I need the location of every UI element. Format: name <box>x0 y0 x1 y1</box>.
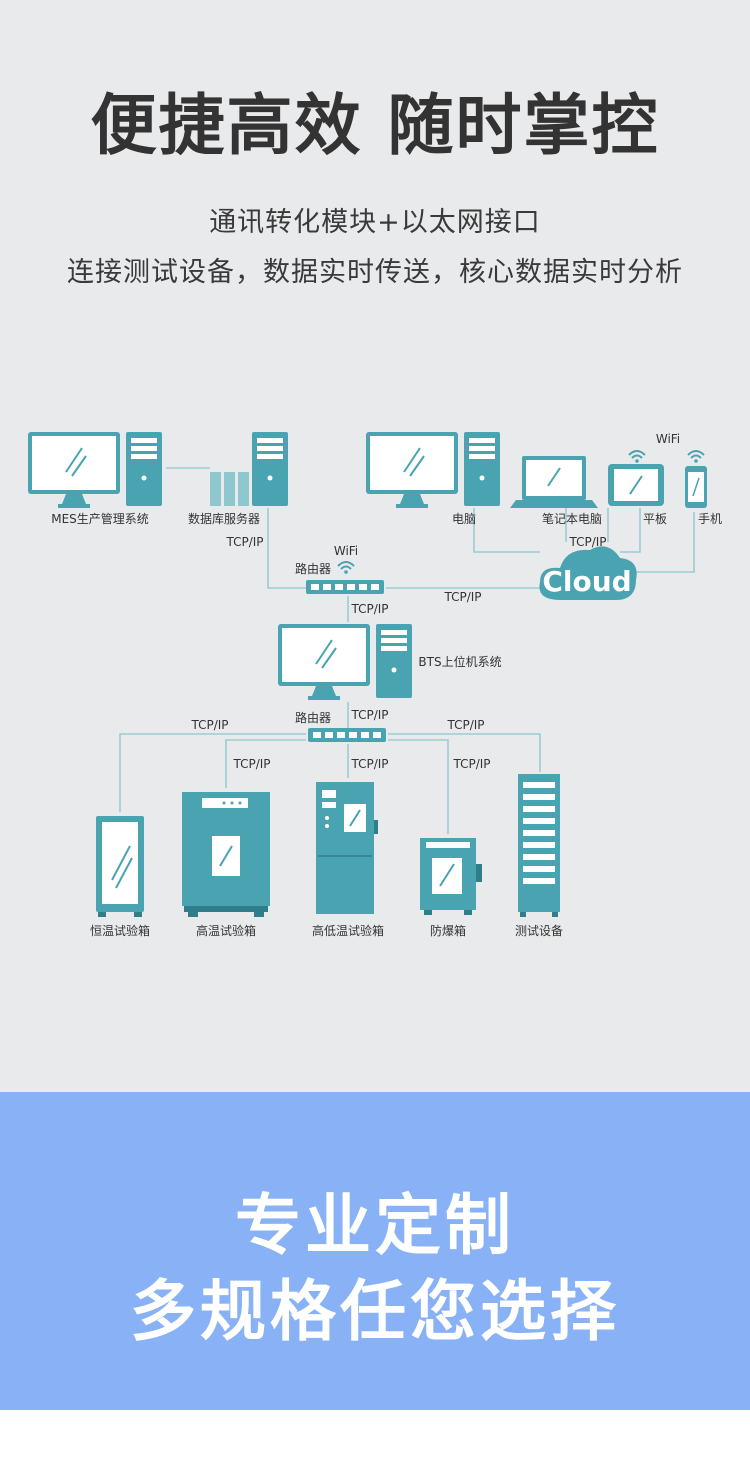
label-bts: BTS上位机系统 <box>418 654 501 669</box>
router-1-icon <box>306 580 384 594</box>
wifi-signal-icon <box>337 561 355 570</box>
label-eq-1: 恒温试验箱 <box>90 923 150 938</box>
label-eq-5: 测试设备 <box>515 923 563 938</box>
database-server-icon <box>210 432 288 506</box>
router-2-icon <box>308 728 386 742</box>
tcp-label-eq-3: TCP/IP <box>350 757 388 771</box>
tcp-label-bts-router: TCP/IP <box>350 708 388 722</box>
tcp-label-router-cloud: TCP/IP <box>443 590 481 604</box>
tcp-label-eq-1: TCP/IP <box>190 718 228 732</box>
high-low-temp-chamber-icon <box>316 782 378 914</box>
tcp-label-db: TCP/IP <box>225 535 263 549</box>
constant-temp-chamber-icon <box>96 816 144 917</box>
label-wifi-top: WiFi <box>656 432 680 446</box>
tcp-label-eq-2: TCP/IP <box>232 757 270 771</box>
high-temp-chamber-icon <box>182 792 270 917</box>
label-laptop: 笔记本电脑 <box>542 511 602 526</box>
tcp-label-eq-4: TCP/IP <box>452 757 490 771</box>
label-eq-2: 高温试验箱 <box>196 923 256 938</box>
subtitle-line-1: 通讯转化模块+以太网接口 <box>209 207 541 238</box>
banner-line-1: 专业定制 <box>235 1187 515 1264</box>
network-diagram: MES生产管理系统 数据库服务器 电脑 笔记本电脑 平板 W <box>27 431 722 938</box>
laptop-icon <box>510 456 598 508</box>
bottom-spacer <box>0 1410 750 1474</box>
bts-computer-icon <box>277 623 412 701</box>
promo-banner <box>0 1092 750 1410</box>
pc-icon <box>365 431 500 509</box>
label-wifi-router: WiFi <box>334 544 358 558</box>
label-mes: MES生产管理系统 <box>51 511 149 526</box>
label-router-2: 路由器 <box>295 710 331 725</box>
subtitle-line-2: 连接测试设备，数据实时传送，核心数据实时分析 <box>67 257 683 288</box>
tcp-label-router-bts: TCP/IP <box>350 602 388 616</box>
page-title: 便捷高效 随时掌控 <box>90 87 660 164</box>
mes-computer-icon <box>27 431 162 509</box>
phone-icon <box>685 450 707 508</box>
label-router-1: 路由器 <box>295 561 331 576</box>
connection-lines <box>119 467 695 834</box>
tcp-label-cloud-devices: TCP/IP <box>568 535 606 549</box>
label-eq-4: 防爆箱 <box>430 923 466 938</box>
banner-line-2: 多规格任您选择 <box>130 1273 620 1350</box>
label-phone: 手机 <box>698 512 722 526</box>
tablet-icon <box>608 450 664 506</box>
label-pc: 电脑 <box>452 512 476 526</box>
explosion-proof-box-icon <box>420 838 482 915</box>
label-tablet: 平板 <box>643 512 667 526</box>
label-db-server: 数据库服务器 <box>188 511 260 526</box>
label-eq-3: 高低温试验箱 <box>312 923 384 938</box>
cloud-icon <box>539 546 637 600</box>
label-cloud: Cloud <box>542 565 631 598</box>
test-equipment-rack-icon <box>518 774 560 917</box>
tcp-label-eq-5: TCP/IP <box>446 718 484 732</box>
